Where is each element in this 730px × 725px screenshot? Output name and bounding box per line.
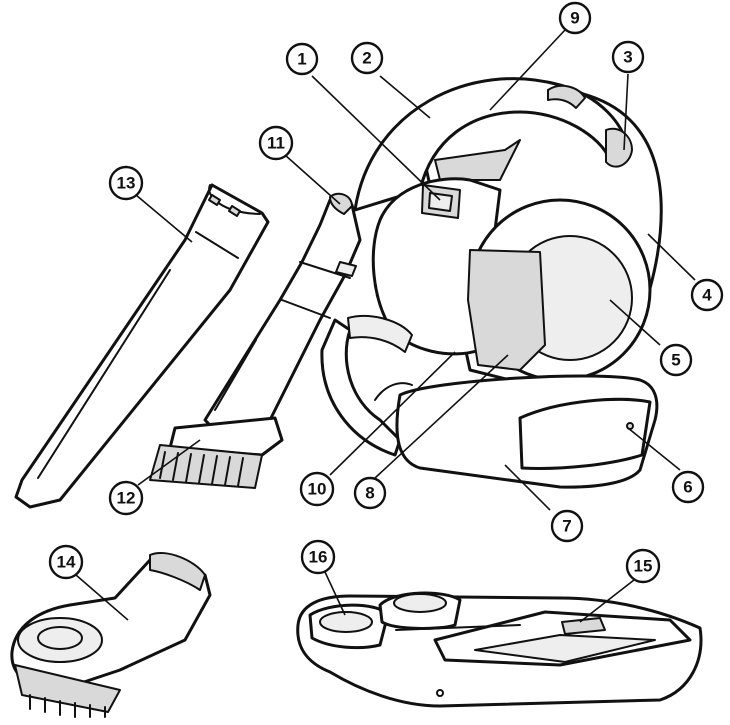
callout-3: 3 (611, 40, 645, 74)
leader-9 (489, 29, 566, 111)
leader-11 (284, 154, 341, 205)
callout-label: 4 (702, 286, 712, 305)
extension-wand (203, 192, 362, 442)
callout-label: 15 (634, 557, 653, 576)
callout-11: 11 (258, 125, 294, 161)
callout-6: 6 (671, 470, 705, 504)
leader-4 (647, 233, 696, 281)
callout-label: 6 (683, 478, 692, 497)
callout-label: 1 (297, 50, 306, 69)
callout-12: 12 (108, 480, 144, 516)
leader-10 (329, 351, 456, 476)
callout-2: 2 (350, 41, 384, 75)
callout-label: 8 (365, 484, 374, 503)
leader-1 (311, 75, 441, 201)
callout-label: 11 (267, 134, 285, 153)
detail-brush (10, 551, 212, 718)
leader-6 (627, 427, 681, 471)
callout-label: 16 (309, 548, 328, 567)
callout-4: 4 (690, 278, 724, 312)
callout-14: 14 (48, 544, 84, 580)
callout-15: 15 (625, 548, 661, 584)
brush-head (149, 416, 284, 489)
leader-16 (324, 571, 346, 616)
callout-label: 9 (570, 9, 579, 28)
callout-7: 7 (550, 509, 584, 543)
callout-label: 5 (671, 351, 680, 370)
leader-2 (379, 75, 431, 119)
callout-5: 5 (659, 343, 693, 377)
callout-label: 14 (57, 553, 76, 572)
callout-8: 8 (353, 476, 387, 510)
storage-dock (296, 591, 703, 708)
callout-label: 3 (623, 48, 632, 67)
callout-label: 13 (117, 174, 136, 193)
callout-13: 13 (108, 165, 144, 201)
leader-5 (609, 299, 661, 346)
leader-15 (579, 579, 635, 623)
leader-13 (135, 194, 193, 243)
leader-12 (137, 439, 201, 486)
leader-lines (75, 29, 696, 623)
callout-9: 9 (558, 1, 592, 35)
leader-7 (504, 464, 551, 511)
leader-8 (374, 354, 509, 479)
leader-14 (75, 574, 129, 621)
callout-label: 2 (362, 49, 371, 68)
callout-16: 16 (300, 539, 336, 575)
callout-1: 1 (285, 42, 319, 76)
leader-3 (623, 73, 629, 151)
callout-10: 10 (299, 471, 335, 507)
vacuum-body (320, 77, 663, 489)
callout-label: 10 (308, 480, 327, 499)
callout-label: 12 (117, 489, 136, 508)
callout-label: 7 (562, 517, 571, 536)
crevice-tool (14, 183, 270, 509)
